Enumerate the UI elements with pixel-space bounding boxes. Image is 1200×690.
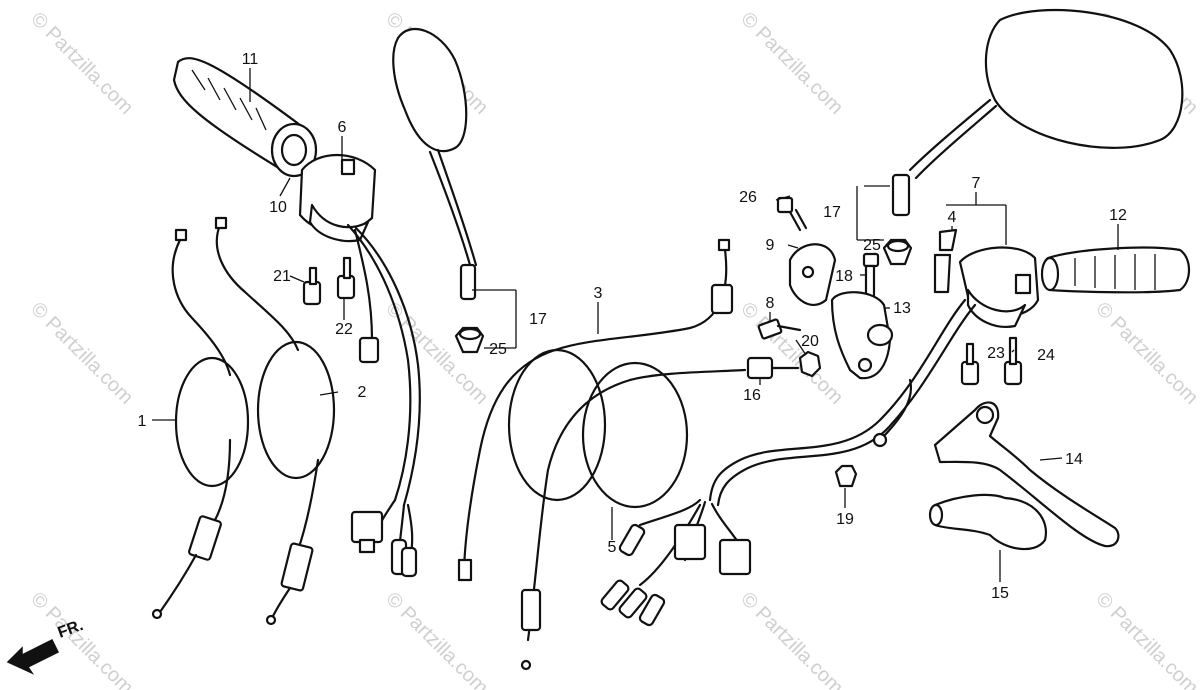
bolt-22[interactable] [336,256,356,300]
callout-4: 4 [948,209,957,226]
right-grip[interactable] [1040,246,1191,294]
callout-5: 5 [608,539,617,556]
lever-bracket[interactable] [830,291,894,380]
right-switch-housing[interactable] [933,228,1040,328]
callout-9: 9 [766,237,775,254]
callout-1: 1 [138,413,147,430]
callout-23: 23 [987,345,1005,362]
callout-22: 22 [335,321,353,338]
callout-17-right: 17 [823,204,841,221]
bolt-21[interactable] [302,266,322,306]
callout-26: 26 [739,189,757,206]
front-brake-switch[interactable] [757,318,802,340]
cable-3[interactable] [457,238,734,582]
callout-17-left: 17 [529,311,547,328]
callout-20: 20 [801,333,819,350]
callout-16: 16 [743,387,761,404]
callout-25-right: 25 [863,237,881,254]
callout-13: 13 [893,300,911,317]
leader-lines [152,68,1119,582]
callout-11: 11 [242,51,259,68]
front-arrow-icon [6,638,60,675]
watermark-1: © Partzilla.com [26,8,137,119]
watermark-10: © Partzilla.com [381,588,492,690]
callout-19: 19 [836,511,854,528]
nut-19[interactable] [834,464,858,488]
watermark-8: © Partzilla.com [1091,298,1200,409]
watermark-12: © Partzilla.com [1091,588,1200,690]
callout-6: 6 [338,119,347,136]
watermark-3: © Partzilla.com [736,8,847,119]
left-switch-harness[interactable] [346,223,421,578]
callout-21: 21 [273,268,291,285]
screw-26[interactable] [776,196,808,232]
cable-2[interactable] [214,216,336,626]
watermark-9: © Partzilla.com [26,588,137,690]
cable-5[interactable] [520,361,747,671]
mirror-bracket[interactable] [788,243,837,306]
left-mirror[interactable] [392,28,478,301]
mirror-nut-left[interactable] [454,326,485,354]
callout-24: 24 [1037,347,1055,364]
callout-10: 10 [269,199,287,216]
lever-cover[interactable] [928,493,1048,551]
bolt-18[interactable] [862,252,880,300]
callout-8: 8 [766,295,775,312]
cable-1[interactable] [151,228,250,620]
left-grip[interactable] [172,57,318,178]
callout-15: 15 [991,585,1009,602]
bolt-23[interactable] [960,342,980,386]
right-switch-harness[interactable] [600,298,977,627]
watermark-11: © Partzilla.com [736,588,847,690]
callout-14: 14 [1065,451,1083,468]
nut-20[interactable] [798,350,822,378]
callout-18: 18 [835,268,853,285]
watermark-5: © Partzilla.com [26,298,137,409]
callout-12: 12 [1109,207,1127,224]
callout-labels: 11 10 6 1 2 21 22 17 25 3 5 26 9 17 25 1… [138,51,1127,602]
left-switch-housing[interactable] [298,153,377,243]
front-brake-lever[interactable] [933,401,1120,548]
callout-25-left: 25 [489,341,507,358]
bolt-24[interactable] [1003,336,1023,386]
right-mirror[interactable] [891,8,1184,217]
callout-3: 3 [594,285,603,302]
callout-7: 7 [972,175,981,192]
callout-2: 2 [358,384,367,401]
mirror-nut-right[interactable] [882,238,913,266]
